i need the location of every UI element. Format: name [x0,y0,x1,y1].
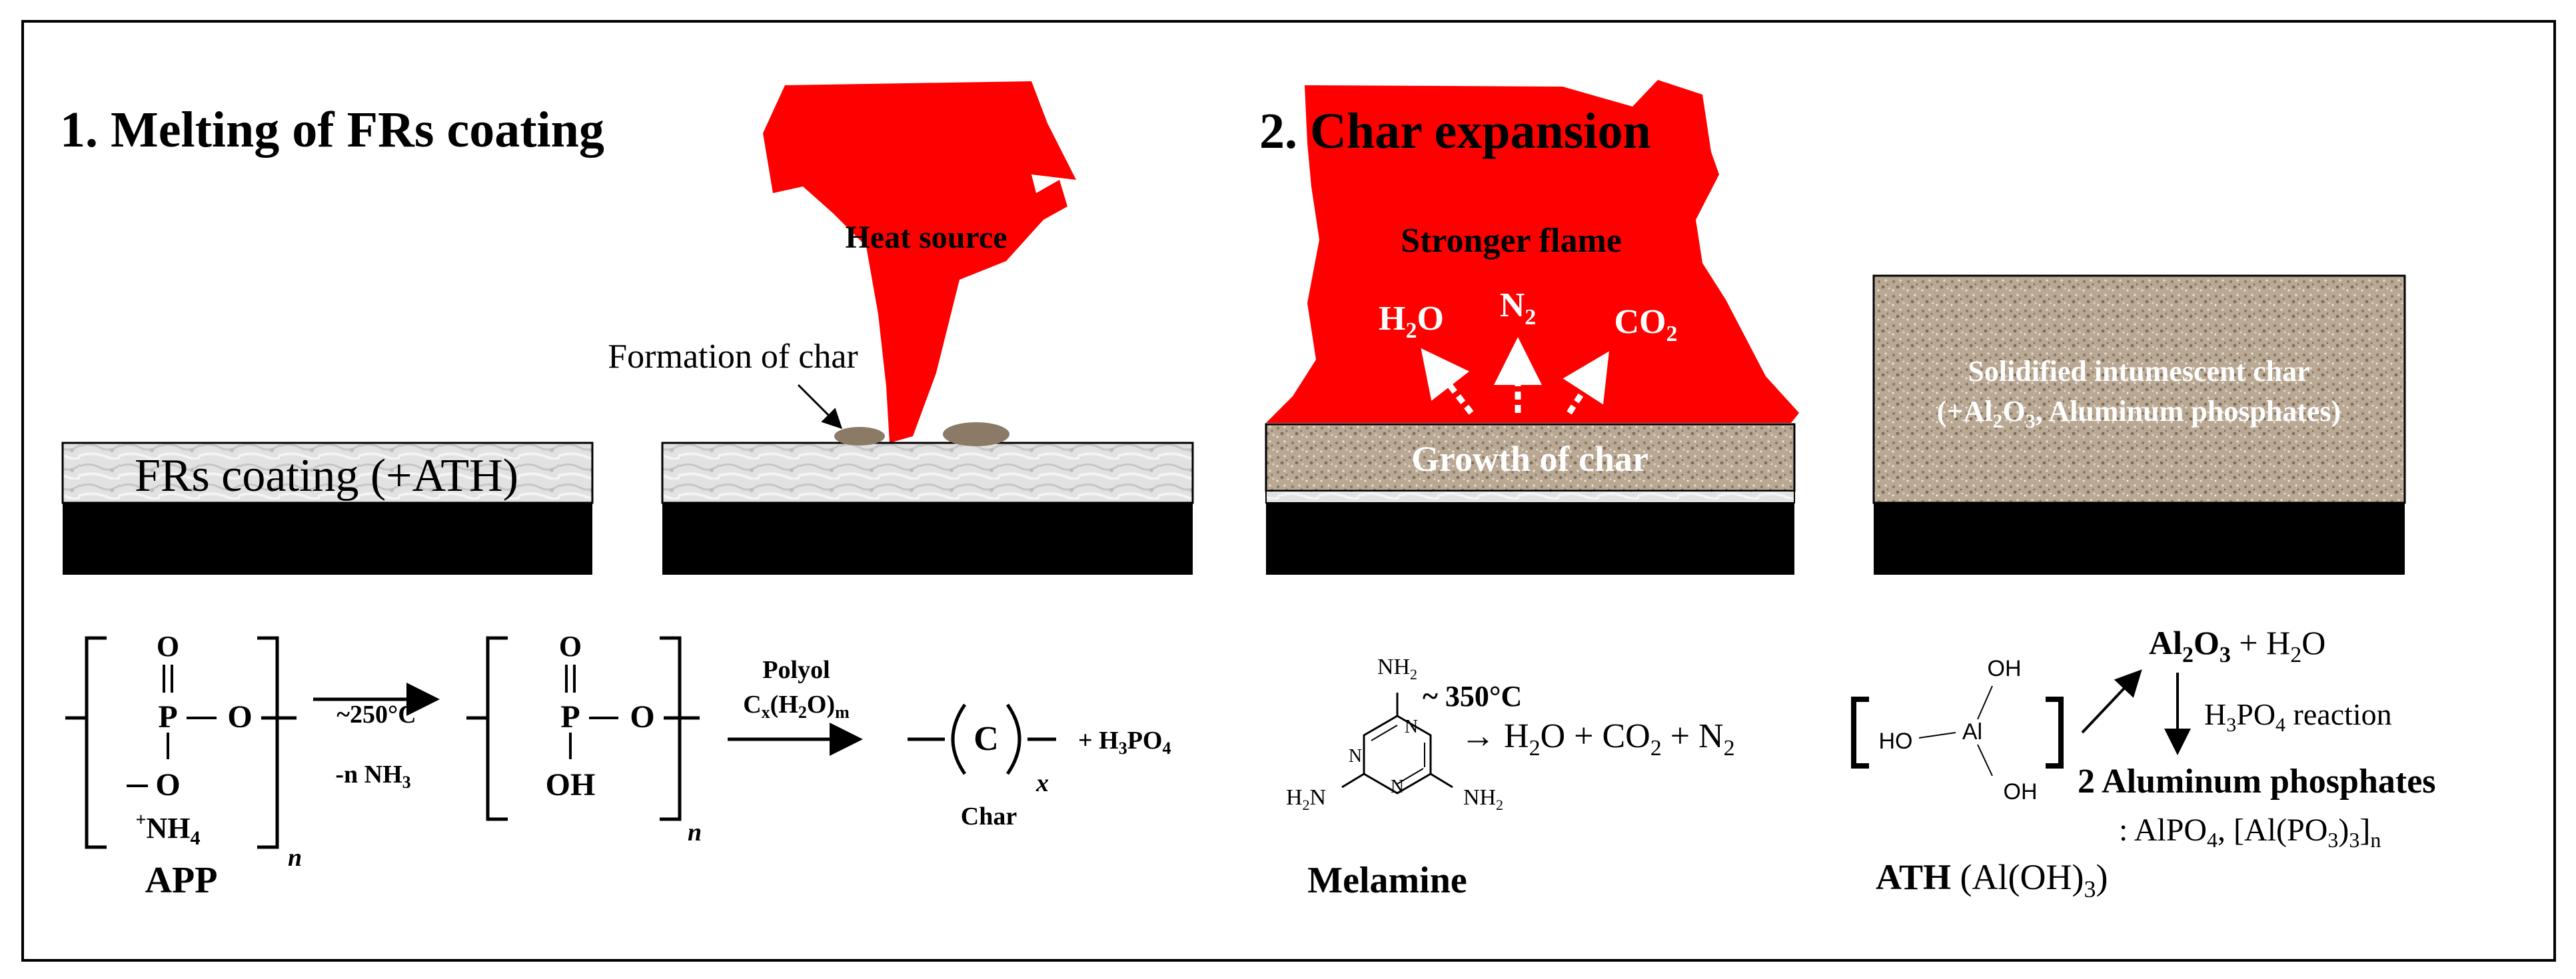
acid-n-subscript: n [688,818,702,846]
bipv-module-1 [63,503,592,575]
app-p: P [158,699,177,735]
solidified-char-label: Solidified intumescent char [1968,355,2309,388]
melamine-n-3: N [1391,777,1404,797]
app-label: APP [145,860,218,901]
char-lump-2 [943,422,1009,446]
melted-coating-layer [661,442,1194,504]
ath-oh-bottom: OH [2004,779,2038,805]
solidified-char-block [1872,274,2406,504]
residual-coating-layer [1265,490,1795,503]
formation-of-char-arrow [797,384,843,430]
melamine-n-2: N [1349,746,1362,767]
acid-oh: OH [546,767,596,803]
aluminum-phosphates-title: 2 Aluminum phosphates [2078,763,2436,801]
condition-nh3: -n NH3 [335,761,410,792]
bipv-module-1-label: BIPV module [218,517,436,559]
frs-coating-label: FRs coating (+ATH) [135,450,518,501]
heat-source-label: Heat source [845,220,1007,255]
formation-of-char-label: Formation of char [608,338,858,376]
char-x-subscript: x [1035,769,1049,797]
aluminum-phosphates-formula: : AlPO4, [Al(PO3)3]n [2119,813,2381,852]
plus-h3po4: + H3PO4 [1078,727,1171,758]
char-lump-1 [834,427,885,446]
bipv-module-2 [662,503,1193,575]
app-o-minus: O [155,767,180,803]
app-structure: O P O O +NH4 n APP [65,630,302,901]
polyphosphoric-acid-structure: O P O OH n [466,630,702,846]
melamine-temp: ~ 350°C [1423,680,1522,713]
panel1-title: 1. Melting of FRs coating [60,102,604,158]
melamine-h2n-left: H2N [1286,785,1326,813]
char-label: Char [961,803,1017,830]
app-nh4: +NH4 [136,810,201,849]
bipv-module-3 [1266,503,1794,575]
app-o-top: O [157,630,179,663]
h3po4-reaction-label: H3PO4 reaction [2204,697,2392,736]
al2o3-h2o: Al2O3 + H2O [2149,624,2325,667]
gas-arrow-right [1563,351,1609,415]
melamine-nh2-top: NH2 [1377,655,1417,683]
heat-source-flame [763,81,1076,443]
outer-frame [21,20,2556,962]
app-o-right: O [227,699,252,735]
ath-structure: OH Al HO OH [1851,656,2064,805]
bipv-module-4 [1874,503,2405,575]
ath-oh-top: OH [1988,656,2022,681]
acid-o-top: O [559,630,582,663]
growth-of-char-layer [1265,423,1796,492]
ath-al: Al [1962,719,1982,745]
bipv-module-3-label: BIPV module [1421,517,1639,559]
condition-polyol: Polyol [762,656,830,684]
app-n-subscript: n [288,844,302,872]
growth-of-char-label: Growth of char [1411,439,1648,479]
melamine-n-1: N [1405,717,1418,737]
ath-decomposition-arrow [2081,669,2142,734]
ath-ho-left: HO [1879,729,1913,754]
char-c: C [973,720,999,758]
condition-polyol-formula: Cx(H2O)m [743,691,850,722]
bipv-module-4-label: BIPV module [2030,517,2248,559]
melamine-nh2-right: NH2 [1463,785,1503,813]
acid-p: P [560,699,580,735]
gas-co2: CO2 [1614,303,1678,346]
panel2-title: 2. Char expansion [1259,103,1651,159]
char-product: C x Char + H3PO4 [908,703,1171,830]
melamine-products: → H2O + CO2 + N2 [1461,717,1735,761]
stronger-flame-label: Stronger flame [1401,222,1622,260]
condition-250c: ~250°C [336,701,416,729]
melamine-label: Melamine [1307,860,1467,901]
stronger-flame [1266,80,1799,423]
bipv-module-2-label: BIPV module [819,517,1037,559]
ath-label: ATH (Al(OH)3) [1876,857,2108,902]
acid-o-right: O [630,699,654,735]
solidified-char-composition: (+Al2O3, Aluminum phosphates) [1937,395,2341,432]
gas-h2o: H2O [1379,300,1444,343]
